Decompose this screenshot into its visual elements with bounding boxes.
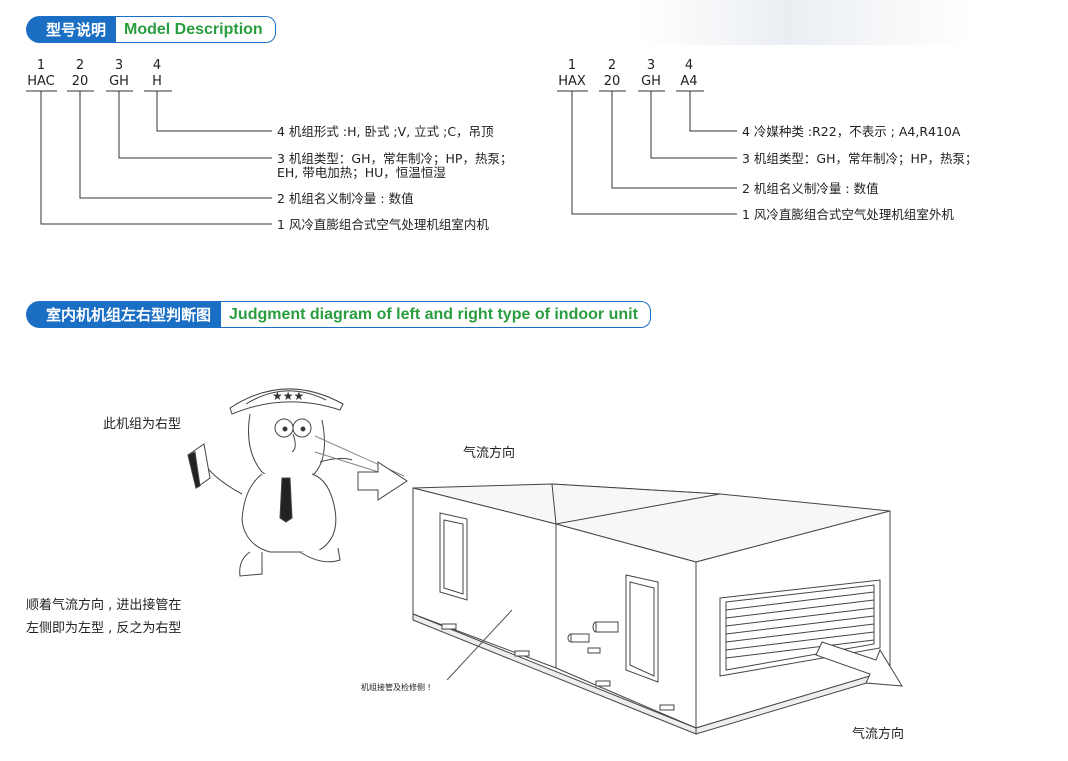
section-title-cn: 室内机机组左右型判断图: [26, 301, 222, 328]
outdoor-pos-2: 2: [607, 58, 617, 73]
indoor-pos-4: 4: [152, 58, 162, 73]
indoor-note-3: 3 机组类型：GH，常年制冷；HP，热泵；: [277, 151, 513, 166]
indoor-pos-2: 2: [75, 58, 85, 73]
outdoor-note-1: 1 风冷直膨组合式空气处理机组室外机: [742, 207, 954, 222]
outdoor-code-2: 20: [603, 74, 621, 89]
outdoor-code-4: A4: [680, 74, 698, 89]
cartoon-engineer: ★★★: [187, 388, 405, 577]
outdoor-note-2: 2 机组名义制冷量 : 数值: [742, 181, 879, 196]
indoor-code-3: GH: [109, 74, 129, 89]
rule-text-line1: 顺着气流方向 , 进出接管在: [26, 598, 182, 613]
indoor-code-1: HAC: [27, 74, 55, 89]
outdoor-pos-3: 3: [646, 58, 656, 73]
rule-text-line2: 左侧即为左型 , 反之为右型: [26, 621, 182, 636]
indoor-note-2: 2 机组名义制冷量 : 数值: [277, 191, 414, 206]
service-side-label: 机组接管及检修侧 !: [361, 683, 431, 692]
air-handling-unit: [412, 483, 891, 735]
airflow-arrow-bottom-icon: [815, 641, 903, 687]
outdoor-note-3: 3 机组类型：GH，常年制冷；HP，热泵；: [742, 151, 978, 166]
indoor-note-1: 1 风冷直膨组合式空气处理机组室内机: [277, 217, 489, 232]
indoor-code-2: 20: [71, 74, 89, 89]
right-type-label: 此机组为右型: [103, 417, 182, 432]
section-header-model: 型号说明 Model Description: [26, 16, 276, 43]
indoor-pos-3: 3: [114, 58, 124, 73]
outdoor-pos-1: 1: [567, 58, 577, 73]
indoor-code-4: H: [152, 74, 162, 89]
indoor-note-3-cont: EH, 带电加热；HU，恒温恒湿: [277, 165, 446, 180]
section-title-en: Model Description: [116, 16, 276, 43]
outdoor-code-1: HAX: [558, 74, 586, 89]
airflow-label-top: 气流方向: [463, 446, 516, 461]
airflow-label-bottom: 气流方向: [852, 727, 905, 742]
svg-text:★★★: ★★★: [272, 389, 304, 403]
section-header-judgment: 室内机机组左右型判断图 Judgment diagram of left and…: [26, 301, 651, 328]
section-title-cn: 型号说明: [26, 16, 117, 43]
outdoor-pos-4: 4: [684, 58, 694, 73]
indoor-pos-1: 1: [36, 58, 46, 73]
outdoor-note-4: 4 冷媒种类 :R22，不表示 ; A4,R410A: [742, 124, 961, 139]
airflow-arrow-top-icon: [357, 461, 408, 501]
indoor-note-4: 4 机组形式 :H, 卧式 ;V, 立式 ;C，吊顶: [277, 124, 494, 139]
outdoor-code-3: GH: [641, 74, 661, 89]
section-title-en: Judgment diagram of left and right type …: [221, 301, 651, 328]
background-fade: [640, 0, 970, 45]
